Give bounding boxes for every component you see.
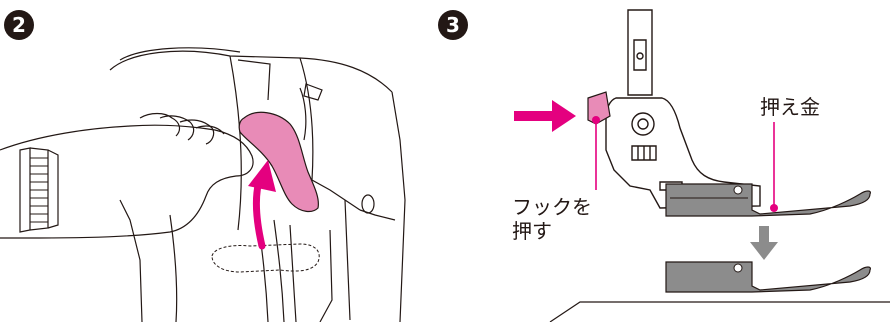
machine-bed bbox=[550, 302, 890, 322]
push-arrow bbox=[514, 100, 576, 132]
step-2-panel: 2 bbox=[0, 0, 430, 322]
presser-bar bbox=[606, 10, 760, 208]
presser-foot-lever bbox=[239, 112, 318, 211]
detach-arrow bbox=[750, 226, 778, 260]
hook-label: フックを 押す bbox=[512, 195, 592, 243]
step-2-illustration bbox=[0, 0, 430, 322]
presser-foot-removed bbox=[666, 262, 870, 292]
presser-foot-leader bbox=[770, 122, 778, 212]
lever-lowered-outline bbox=[212, 244, 319, 272]
hook-label-line-2: 押す bbox=[512, 219, 592, 243]
lift-arrow bbox=[248, 160, 276, 246]
presser-foot-label: 押え金 bbox=[760, 95, 820, 119]
machine-body-lines bbox=[0, 48, 405, 322]
hook-label-line-1: フックを bbox=[512, 195, 592, 219]
presser-foot-attached bbox=[666, 184, 870, 216]
step-3-illustration bbox=[430, 0, 890, 322]
step-3-panel: 3 bbox=[430, 0, 890, 322]
machine-screw bbox=[362, 195, 374, 213]
hook-leader bbox=[592, 116, 600, 190]
hand-wheel-ridges bbox=[30, 158, 48, 222]
